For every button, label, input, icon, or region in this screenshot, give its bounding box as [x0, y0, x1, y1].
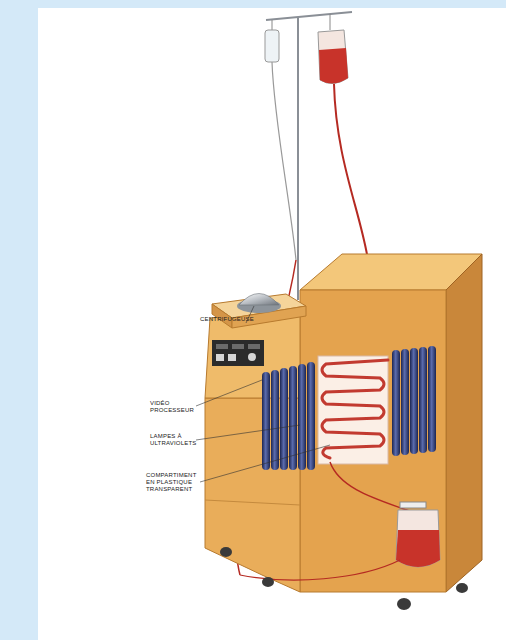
display-panel [212, 340, 264, 366]
display-key [232, 344, 244, 349]
uv-lamp [401, 349, 409, 455]
uv-lamp [307, 362, 315, 470]
part-label: COMPARTIMENT EN PLASTIQUE TRANSPARENT [146, 472, 200, 493]
centrifuge-dome [239, 294, 279, 306]
uv-lamp [410, 348, 418, 454]
caster-wheel [220, 547, 232, 557]
cabinet-seam [205, 500, 300, 505]
uv-lamp [392, 350, 400, 456]
caster-wheel [456, 583, 468, 593]
collection-bag [396, 510, 440, 567]
blood-level [319, 48, 348, 84]
page-panel [38, 8, 506, 640]
uv-lamp [271, 370, 279, 470]
part-label: CENTRIFUGEUSE [200, 316, 270, 323]
display-key [216, 344, 228, 349]
leader-line [196, 380, 262, 406]
part-label: LAMPES À ULTRAVIOLETS [150, 433, 196, 447]
bag-holder [400, 502, 426, 508]
uv-lamp [280, 368, 288, 470]
control-knob [248, 353, 256, 361]
return-tube [240, 560, 400, 580]
iv-crossbar [266, 12, 352, 20]
caster-wheel [397, 598, 411, 610]
bag-hook [272, 20, 273, 30]
caster-wheel [262, 577, 274, 587]
bag-hook [330, 14, 331, 30]
uv-lamp [289, 366, 297, 470]
clear-tube [272, 62, 296, 260]
display-key [228, 354, 236, 361]
blood-coil [322, 360, 388, 458]
display-key [248, 344, 260, 349]
collection-level [396, 530, 440, 567]
uv-lamp [419, 347, 427, 453]
uv-lamp-bank [392, 346, 436, 456]
leader-line [200, 445, 330, 482]
iv-pole [297, 18, 299, 300]
cabinet-side [446, 254, 482, 592]
uv-lamp [428, 346, 436, 452]
blood-bag [318, 30, 348, 84]
clear-bag [265, 30, 279, 62]
uv-lamp-bank [262, 362, 315, 470]
uv-lamp [298, 364, 306, 470]
cabinet-front [300, 290, 446, 592]
display-key [216, 354, 224, 361]
transparent-compartment [318, 356, 388, 464]
leader-line [196, 425, 300, 440]
uv-lamp [262, 372, 270, 470]
part-label: VIDÉO PROCESSEUR [150, 400, 196, 414]
